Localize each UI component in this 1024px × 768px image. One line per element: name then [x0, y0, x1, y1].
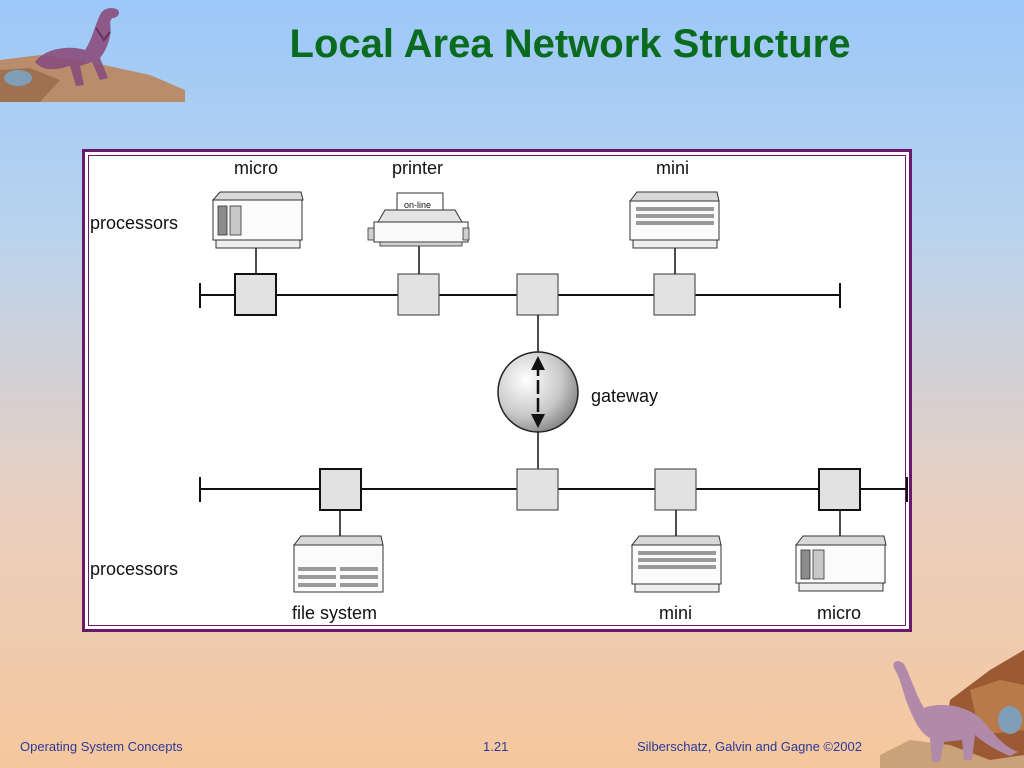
network-tap — [818, 468, 861, 511]
gateway-icon — [497, 351, 579, 433]
label-micro-top: micro — [234, 158, 278, 178]
micro-computer-icon — [794, 535, 887, 592]
dinosaur-illustration-bottom-right — [880, 650, 1024, 768]
network-tap — [319, 468, 362, 511]
label-processors-bottom: processors — [90, 559, 179, 579]
printer-icon — [367, 192, 470, 247]
network-tap — [234, 273, 277, 316]
footer-slide-number: 1.21 — [483, 739, 509, 754]
network-tap — [653, 273, 696, 316]
label-printer: printer — [392, 158, 444, 178]
label-mini-bottom: mini — [659, 603, 693, 623]
label-file-system: file system — [292, 603, 378, 623]
network-tap — [654, 468, 697, 511]
micro-computer-icon — [211, 191, 304, 249]
network-tap — [516, 468, 559, 511]
network-tap — [516, 273, 559, 316]
label-mini-top: mini — [656, 158, 690, 178]
label-processors-top: processors — [90, 213, 179, 233]
file-system-icon — [292, 535, 384, 593]
network-tap — [397, 273, 440, 316]
footer-copyright: Silberschatz, Galvin and Gagne ©2002 — [637, 739, 862, 754]
dinosaur-illustration-top-left — [0, 7, 185, 102]
label-gateway: gateway — [591, 386, 659, 406]
mini-computer-icon — [630, 535, 722, 593]
label-micro-bottom: micro — [817, 603, 861, 623]
slide-title: Local Area Network Structure — [289, 22, 851, 66]
printer-status-label: on-line — [404, 200, 432, 210]
mini-computer-icon — [628, 191, 720, 249]
footer-course-title: Operating System Concepts — [20, 739, 183, 754]
